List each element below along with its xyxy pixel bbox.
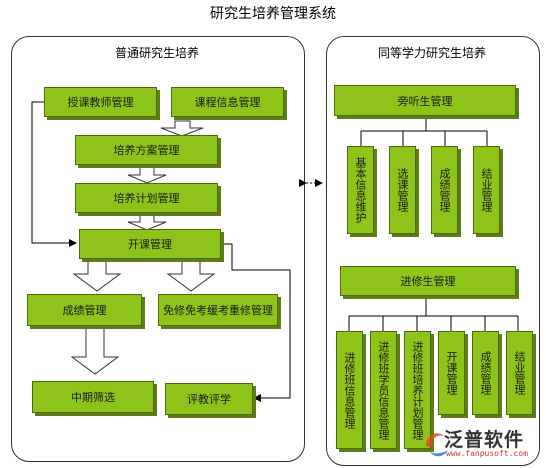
block-arrow-to-exemption <box>166 259 216 292</box>
box-auditor-basic-info: 基本信息维护 <box>347 146 374 234</box>
box-auditor-grades: 成绩管理 <box>431 146 458 234</box>
block-arrow-to-schedule <box>127 165 167 184</box>
box-evaluation: 评教评学 <box>165 383 253 415</box>
box-advanced-training-plan: 进修班培养计划管理 <box>404 331 431 449</box>
block-arrow-to-scheme <box>160 120 204 137</box>
page-title: 研究生培养管理系统 <box>210 6 336 22</box>
box-teacher-management: 授课教师管理 <box>44 87 157 117</box>
fanpu-logo-icon <box>426 433 448 457</box>
box-plan-schedule-management: 培养计划管理 <box>75 183 218 213</box>
right-panel-title: 同等学力研究生培养 <box>377 46 486 60</box>
box-grades-management: 成绩管理 <box>27 294 142 326</box>
box-advanced-open-course: 开课管理 <box>438 331 465 415</box>
block-arrow-to-midterm <box>70 326 120 375</box>
tree-auditor <box>360 117 488 146</box>
box-auditor-course-selection: 选课管理 <box>389 146 416 234</box>
block-arrow-to-grades <box>72 259 122 292</box>
watermark-url: www.fanpusoft.com <box>446 449 528 458</box>
box-course-info-management: 课程信息管理 <box>171 87 284 117</box>
box-plan-scheme-management: 培养方案管理 <box>75 135 218 165</box>
line-teacher-to-open <box>31 101 77 247</box>
box-advanced-class-info: 进修班信息管理 <box>336 331 363 449</box>
box-exemption-management: 免修免考缓考重修管理 <box>158 294 278 326</box>
box-auditor-management: 旁听生管理 <box>334 85 516 116</box>
box-auditor-completion: 结业管理 <box>473 146 500 234</box>
box-advanced-management: 进修生管理 <box>340 266 516 296</box>
line-open-to-evaluation <box>222 243 291 402</box>
watermark-brand: 泛普软件 <box>444 429 525 451</box>
box-advanced-grades: 成绩管理 <box>472 331 499 415</box>
box-advanced-completion: 结业管理 <box>506 331 533 415</box>
box-open-course-management: 开课管理 <box>79 229 221 259</box>
box-midterm-screening: 中期筛选 <box>32 381 154 413</box>
left-panel-title: 普通研究生培养 <box>114 46 199 60</box>
block-arrow-to-open <box>127 213 167 231</box>
tree-advanced <box>348 297 519 331</box>
box-advanced-student-info: 进修班学员信息管理 <box>370 331 397 449</box>
